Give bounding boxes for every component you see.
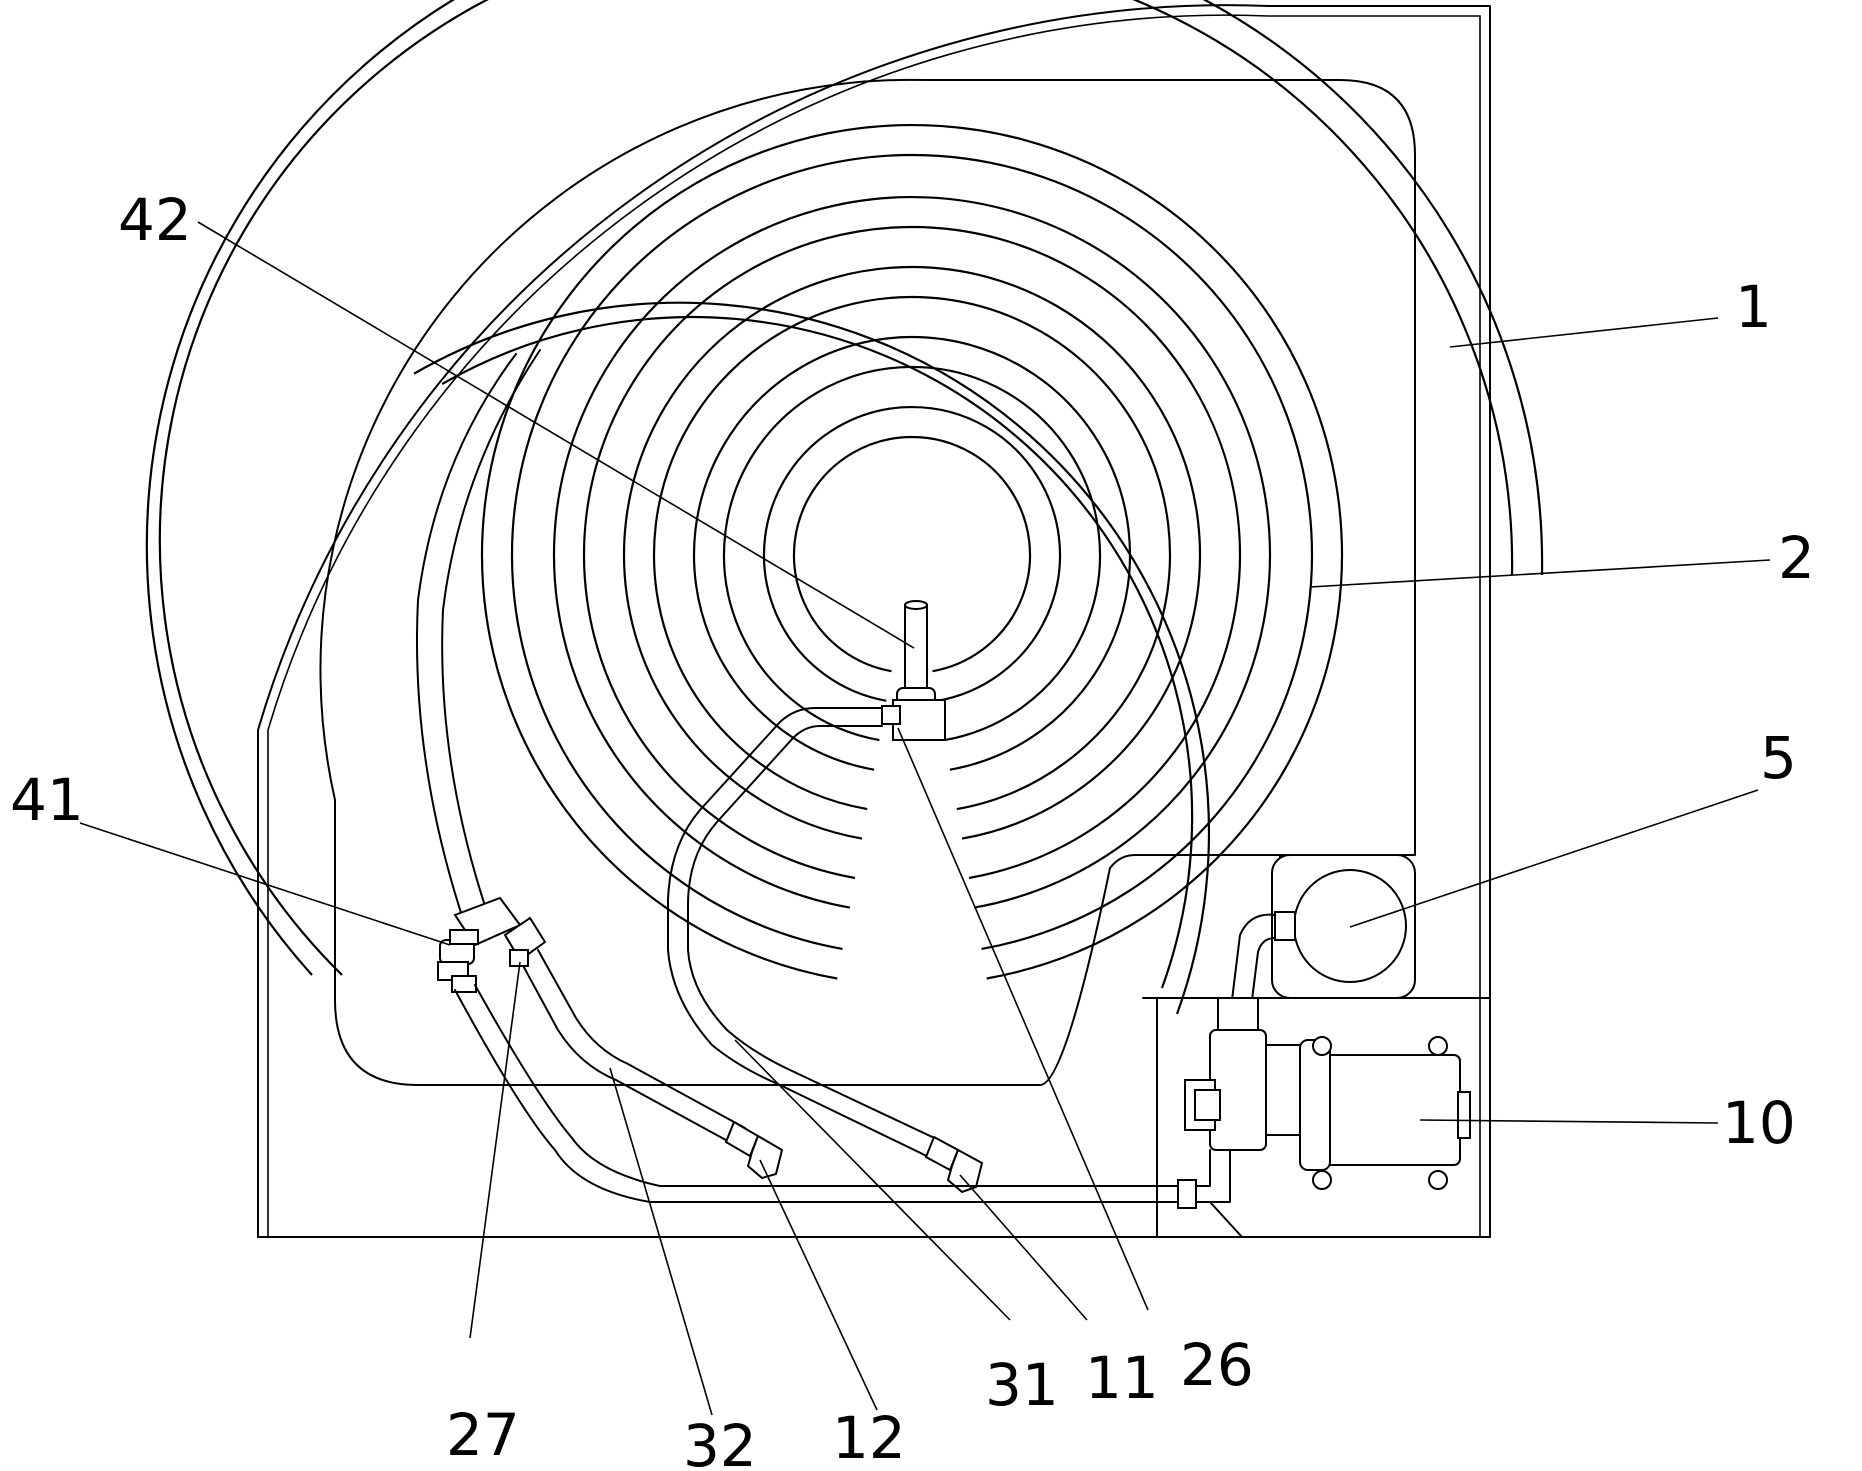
coil-outer-arc <box>413 301 1211 1015</box>
coil-ring <box>552 196 1272 909</box>
coil-outer-sweep <box>158 0 1514 976</box>
connector-11 <box>924 1135 984 1194</box>
coil-ring <box>652 296 1172 811</box>
coil-ring <box>762 406 1062 702</box>
callout-5: 5 <box>1760 724 1797 792</box>
coil-ring <box>480 123 1344 980</box>
pipe-32 <box>519 949 746 1146</box>
callout-11: 11 <box>1085 1344 1159 1412</box>
pipe-31 <box>667 707 946 1161</box>
spiral-coil <box>145 0 1544 1015</box>
coil-ring <box>510 153 1314 950</box>
center-outlet-tube <box>881 600 946 741</box>
inner-tray <box>319 78 1416 1086</box>
bottom-pipe <box>454 984 1243 1238</box>
fitting-41 <box>437 929 479 993</box>
callout-1: 1 <box>1735 273 1772 341</box>
coil-ring <box>792 435 1032 673</box>
housing-outline <box>257 4 1491 1238</box>
callout-10: 10 <box>1722 1089 1796 1157</box>
coil-ring <box>582 225 1242 880</box>
connector-12 <box>724 1120 784 1180</box>
coil-ring <box>692 335 1132 771</box>
callout-12: 12 <box>832 1404 906 1471</box>
coil-outer-arc <box>441 315 1194 989</box>
pump-10 <box>1184 997 1471 1190</box>
component-5 <box>1231 854 1416 1001</box>
callout-42: 42 <box>118 186 192 254</box>
coil-tail <box>416 349 541 947</box>
leader-lines <box>79 221 1771 1416</box>
coil-outer-sweep <box>145 0 1544 976</box>
callout-labels: 1 2 5 10 11 12 26 27 31 32 41 42 <box>10 186 1815 1471</box>
callout-27: 27 <box>446 1401 520 1469</box>
fitting-27 <box>503 916 547 967</box>
callout-26: 26 <box>1180 1331 1254 1399</box>
callout-32: 32 <box>683 1412 757 1471</box>
callout-41: 41 <box>10 766 84 834</box>
coil-ring <box>622 265 1202 840</box>
callout-2: 2 <box>1778 524 1815 592</box>
callout-31: 31 <box>985 1351 1059 1419</box>
